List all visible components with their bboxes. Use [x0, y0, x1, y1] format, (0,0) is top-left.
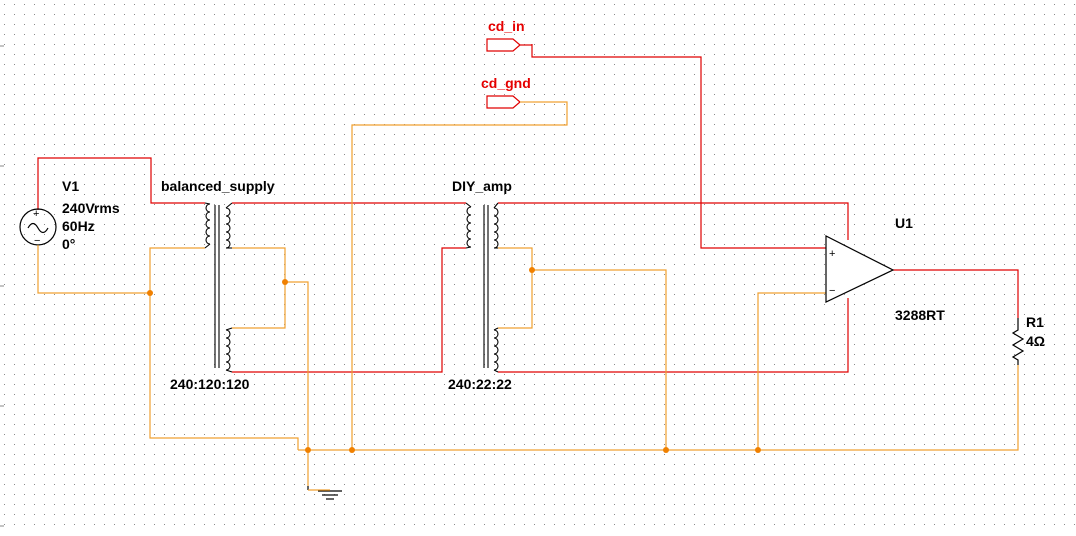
- transformer-balanced-supply[interactable]: balanced_supply 240:120:120: [161, 178, 275, 392]
- junction-dot: [755, 447, 761, 453]
- wire-cd-in[interactable]: [531, 44, 826, 249]
- opamp-minus: −: [829, 285, 835, 297]
- wire-amp-top-to-opamp[interactable]: [498, 202, 849, 240]
- plus-sign: +: [33, 208, 39, 220]
- junctions: [147, 267, 761, 453]
- secondary-coil-icon: [225, 202, 233, 373]
- wire-v1-bottom[interactable]: [37, 250, 150, 294]
- junction-dot: [529, 267, 535, 273]
- sine-icon: [27, 222, 49, 234]
- primary-coil-icon: [204, 202, 211, 249]
- transformer2-name: DIY_amp: [452, 178, 512, 194]
- wire-amp-bottom-to-opamp[interactable]: [498, 298, 849, 373]
- transformer1-name: balanced_supply: [161, 178, 275, 194]
- left-ruler-ticks: [0, 45, 4, 527]
- resistor-name: R1: [1026, 314, 1044, 330]
- v1-voltage: 240Vrms: [62, 200, 120, 216]
- wire-supply-bottom[interactable]: [232, 247, 466, 373]
- wire-supply-primary-bottom[interactable]: [149, 247, 205, 293]
- minus-sign: −: [34, 235, 40, 247]
- opamp-triangle-icon: [825, 235, 895, 303]
- transformer-diy-amp[interactable]: DIY_amp 240:22:22: [448, 178, 512, 392]
- ac-source-v1[interactable]: + − V1 240Vrms 60Hz 0°: [19, 178, 120, 252]
- transformer2-ratio: 240:22:22: [448, 376, 512, 392]
- wire-ct-amp-to-bus[interactable]: [532, 269, 667, 450]
- v1-phase: 0°: [62, 236, 75, 252]
- junction-dot: [349, 447, 355, 453]
- port-label-cd-gnd: cd_gnd: [481, 75, 531, 91]
- wire-opamp-minus-to-bus[interactable]: [757, 292, 826, 450]
- opamp-name: U1: [895, 215, 913, 231]
- junction-dot: [663, 447, 669, 453]
- primary-coil-icon: [465, 202, 472, 249]
- port-connector-cd-in[interactable]: cd_in: [486, 18, 532, 52]
- wire-v1-top[interactable]: [37, 157, 205, 204]
- resistor-r1[interactable]: R1 4Ω: [1011, 314, 1045, 365]
- opamp-plus: +: [829, 248, 835, 260]
- opamp-u1[interactable]: + − U1 3288RT: [825, 215, 945, 323]
- wire-cd-gnd[interactable]: [351, 101, 568, 450]
- opamp-part: 3288RT: [895, 307, 945, 323]
- wire-opamp-out-to-r1[interactable]: [893, 269, 1019, 318]
- port-connector-cd-gnd[interactable]: cd_gnd: [481, 75, 533, 109]
- junction-dot: [282, 279, 288, 285]
- wire-ct-amp[interactable]: [498, 247, 533, 329]
- wire-ground-bus[interactable]: [298, 365, 1019, 451]
- junction-dot: [305, 447, 311, 453]
- transformer1-ratio: 240:120:120: [170, 376, 250, 392]
- wire-ct-supply-down[interactable]: [285, 281, 309, 486]
- resistor-icon: [1011, 318, 1025, 365]
- connector-icon: [486, 38, 521, 52]
- secondary-coil-icon: [493, 202, 499, 373]
- v1-name: V1: [62, 178, 79, 194]
- connector-icon: [486, 95, 521, 109]
- port-label-cd-in: cd_in: [488, 18, 525, 34]
- v1-frequency: 60Hz: [62, 218, 95, 234]
- orange-wires: [37, 101, 1019, 486]
- junction-dot: [147, 290, 153, 296]
- red-wires: [37, 44, 1019, 373]
- ground-icon[interactable]: [307, 486, 342, 500]
- wire-to-ground-left[interactable]: [149, 293, 299, 450]
- wire-ct-supply[interactable]: [232, 247, 286, 329]
- resistor-value: 4Ω: [1026, 333, 1045, 349]
